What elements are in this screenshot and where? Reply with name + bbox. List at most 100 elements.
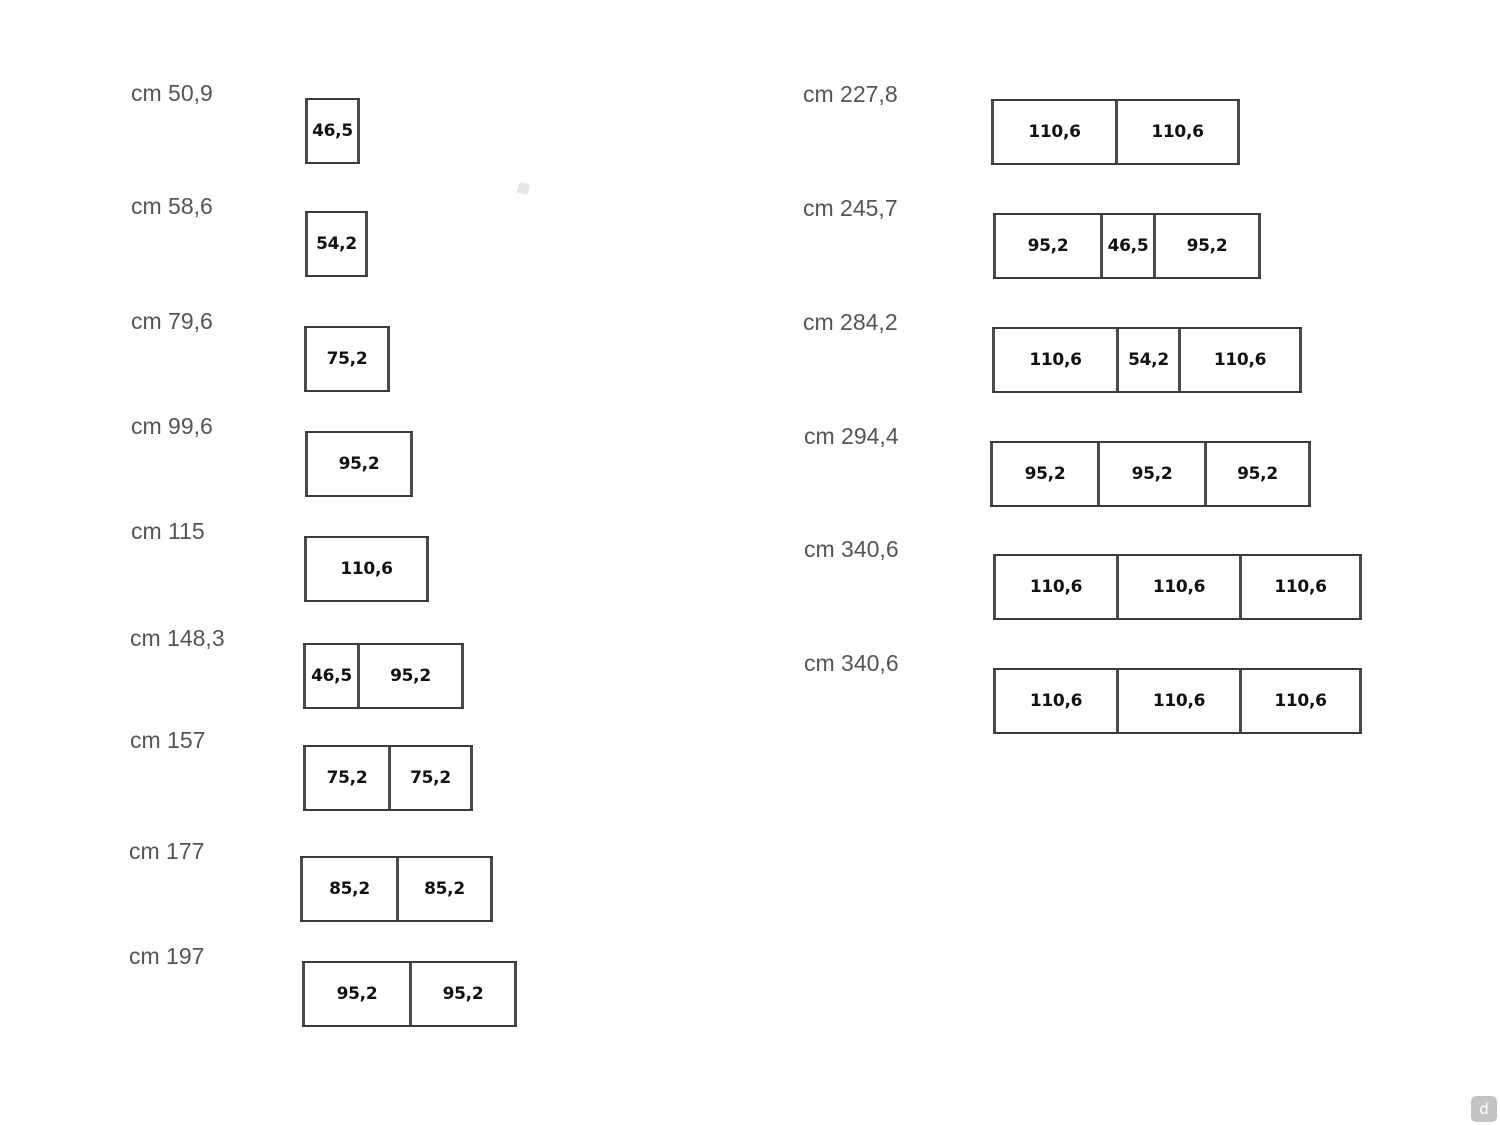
module-box: 110,6 — [1178, 329, 1302, 391]
module-width-label: 95,2 — [1024, 464, 1066, 484]
module-width-label: 110,6 — [1028, 122, 1081, 142]
corner-logo-icon: d — [1471, 1096, 1497, 1122]
decorative-speck — [516, 181, 531, 196]
module-width-label: 85,2 — [329, 879, 370, 899]
module-strip: 54,2 — [305, 211, 368, 277]
module-width-label: 75,2 — [410, 768, 451, 788]
module-box: 95,2 — [357, 645, 464, 707]
module-strip: 75,2 75,2 — [303, 745, 473, 811]
module-width-label: 110,6 — [1274, 691, 1327, 711]
module-width-label: 110,6 — [1029, 691, 1083, 711]
module-box: 95,2 — [302, 963, 409, 1025]
module-width-label: 110,6 — [340, 559, 393, 579]
module-width-label: 46,5 — [312, 121, 353, 141]
configuration-row: cm 99,6 95,2 — [0, 413, 1500, 497]
module-box: 110,6 — [1116, 670, 1239, 732]
module-width-label: 110,6 — [1029, 350, 1082, 370]
module-box: 110,6 — [993, 670, 1116, 732]
total-width-label: cm 157 — [130, 727, 206, 753]
module-width-label: 95,2 — [390, 666, 431, 686]
module-width-label: 54,2 — [316, 234, 357, 254]
configuration-row: cm 50,9 46,5 — [0, 80, 1500, 164]
module-strip: 75,2 — [304, 326, 390, 392]
module-strip: 46,5 95,2 — [303, 643, 464, 709]
total-width-label: cm 177 — [129, 838, 205, 864]
total-width-label: cm 340,6 — [804, 536, 899, 562]
total-width-label: cm 245,7 — [803, 195, 898, 221]
module-box: 110,6 — [1115, 101, 1240, 163]
configuration-row: cm 227,8 110,6 110,6 — [0, 81, 1500, 165]
module-strip: 110,6 110,6 110,6 — [993, 668, 1362, 734]
module-width-label: 95,2 — [442, 984, 484, 1004]
module-width-label: 110,6 — [1274, 577, 1327, 597]
configuration-row: cm 340,6 110,6 110,6 110,6 — [0, 536, 1500, 620]
configuration-row: cm 177 85,2 85,2 — [0, 838, 1500, 922]
configuration-row: cm 197 95,2 95,2 — [0, 943, 1500, 1027]
module-box: 95,2 — [305, 433, 413, 495]
module-width-label: 95,2 — [1027, 236, 1069, 256]
configuration-row: cm 284,2 110,6 54,2 110,6 — [0, 309, 1500, 393]
total-width-label: cm 148,3 — [130, 625, 225, 651]
total-width-label: cm 227,8 — [803, 81, 898, 107]
module-box: 75,2 — [303, 747, 388, 809]
module-box: 95,2 — [1204, 443, 1311, 505]
module-box: 110,6 — [1116, 556, 1239, 618]
module-strip: 110,6 110,6 110,6 — [993, 554, 1362, 620]
module-width-label: 75,2 — [326, 768, 368, 788]
total-width-label: cm 340,6 — [804, 650, 899, 676]
module-box: 95,2 — [993, 215, 1100, 277]
module-box: 95,2 — [1097, 443, 1204, 505]
total-width-label: cm 99,6 — [131, 413, 213, 439]
module-width-label: 46,5 — [311, 666, 352, 686]
module-box: 46,5 — [305, 100, 360, 162]
configuration-row: cm 157 75,2 75,2 — [0, 727, 1500, 811]
module-width-label: 95,2 — [1237, 464, 1278, 484]
module-strip: 95,2 95,2 95,2 — [990, 441, 1311, 507]
module-strip: 95,2 95,2 — [302, 961, 517, 1027]
module-width-label: 75,2 — [326, 349, 368, 369]
module-width-label: 95,2 — [1186, 236, 1228, 256]
module-width-label: 110,6 — [1213, 350, 1267, 370]
module-box: 85,2 — [396, 858, 493, 920]
configuration-row: cm 340,6 110,6 110,6 110,6 — [0, 650, 1500, 734]
total-width-label: cm 197 — [129, 943, 205, 969]
module-box: 54,2 — [305, 213, 368, 275]
module-box: 46,5 — [303, 645, 357, 707]
module-width-label: 110,6 — [1152, 577, 1206, 597]
module-strip: 85,2 85,2 — [300, 856, 493, 922]
module-box: 85,2 — [300, 858, 396, 920]
total-width-label: cm 58,6 — [131, 193, 213, 219]
module-width-label: 95,2 — [336, 984, 378, 1004]
module-box: 110,6 — [993, 556, 1116, 618]
module-box: 46,5 — [1100, 215, 1153, 277]
module-strip: 95,2 46,5 95,2 — [993, 213, 1261, 279]
module-box: 75,2 — [388, 747, 473, 809]
configuration-row: cm 294,4 95,2 95,2 95,2 — [0, 423, 1500, 507]
module-width-label: 95,2 — [338, 454, 380, 474]
total-width-label: cm 50,9 — [131, 80, 213, 106]
module-strip: 110,6 54,2 110,6 — [992, 327, 1302, 393]
module-box: 75,2 — [304, 328, 390, 390]
total-width-label: cm 79,6 — [131, 308, 213, 334]
configuration-row: cm 79,6 75,2 — [0, 308, 1500, 392]
module-width-label: 110,6 — [1029, 577, 1083, 597]
configuration-row: cm 58,6 54,2 — [0, 193, 1500, 277]
module-box: 110,6 — [992, 329, 1116, 391]
module-width-label: 95,2 — [1131, 464, 1173, 484]
module-box: 110,6 — [304, 538, 429, 600]
total-width-label: cm 284,2 — [803, 309, 898, 335]
module-strip: 46,5 — [305, 98, 360, 164]
configuration-row: cm 115 110,6 — [0, 518, 1500, 602]
module-box: 110,6 — [1239, 670, 1362, 732]
module-width-label: 85,2 — [424, 879, 465, 899]
module-width-label: 54,2 — [1128, 350, 1169, 370]
total-width-label: cm 294,4 — [804, 423, 899, 449]
configuration-row: cm 148,3 46,5 95,2 — [0, 625, 1500, 709]
module-strip: 110,6 110,6 — [991, 99, 1240, 165]
module-box: 95,2 — [409, 963, 517, 1025]
module-width-label: 110,6 — [1152, 691, 1206, 711]
module-width-label: 46,5 — [1107, 236, 1149, 256]
module-box: 110,6 — [991, 101, 1115, 163]
total-width-label: cm 115 — [131, 518, 205, 544]
